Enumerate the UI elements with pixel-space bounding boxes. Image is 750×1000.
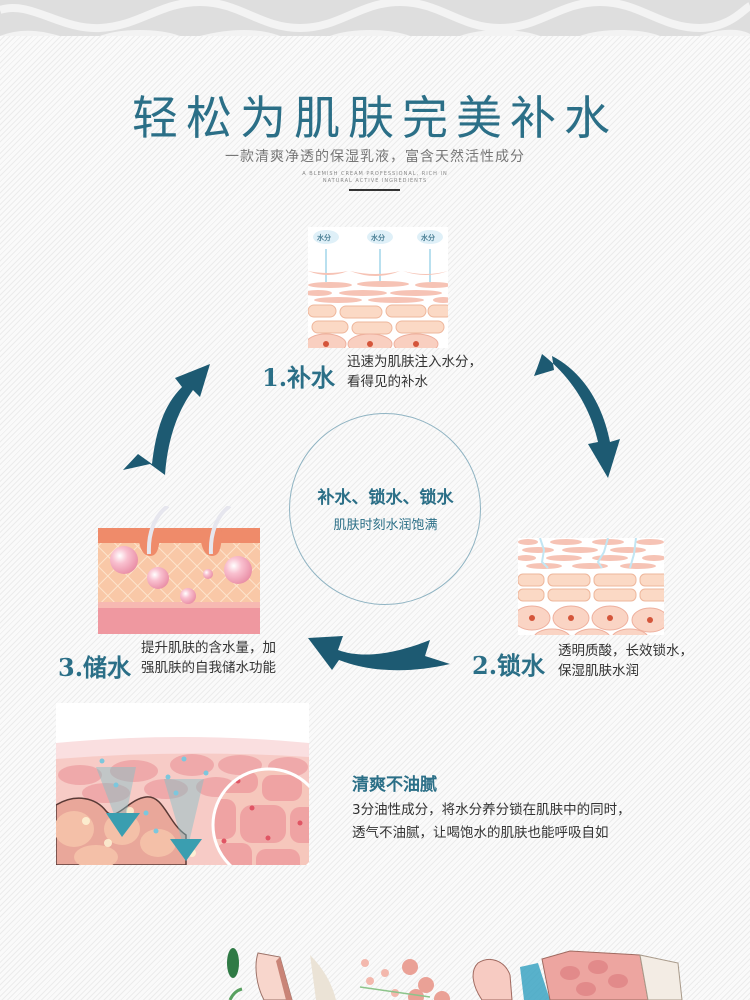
leaf-icon: [227, 948, 239, 978]
step2-title: 2.锁水: [472, 651, 546, 680]
step1-title: 1.补水: [262, 363, 336, 392]
water-label: 水分: [421, 233, 435, 242]
step3-desc-line1: 提升肌肤的含水量，加: [141, 640, 276, 656]
feature-skin-illustration: [54, 703, 327, 883]
center-subslogan: 肌肤时刻水润饱满: [333, 518, 438, 533]
step2-skin-illustration: [518, 538, 664, 635]
step2-desc-line2: 保湿肌肤水润: [558, 663, 639, 679]
step3-desc-line2: 强肌肤的自我储水功能: [141, 660, 276, 676]
step3-title: 3.储水: [58, 653, 132, 682]
english-tagline-2: NATURAL ACTIVE INGREDIENTS: [322, 178, 428, 184]
water-arrows: [325, 249, 431, 282]
bottom-skin-layers-illustration: [227, 948, 683, 1000]
feature-title: 清爽不油腻: [352, 775, 437, 795]
step1-desc-line2: 看得见的补水: [347, 374, 428, 390]
water-label: 水分: [317, 233, 331, 242]
feature-desc-line1: 3分油性成分，将水分养分锁在肌肤中的同时，: [352, 802, 631, 818]
step3-skin-illustration: [98, 504, 260, 634]
wave-decoration: [0, 0, 750, 36]
feature-description: 3分油性成分，将水分养分锁在肌肤中的同时， 透气不油腻，让喝饱水的肌肤也能呼吸自…: [352, 799, 631, 845]
step1-desc-line1: 迅速为肌肤注入水分，: [347, 354, 482, 370]
page-subtitle: 一款清爽净透的保湿乳液，富含天然活性成分: [225, 149, 525, 165]
center-circle: [289, 413, 481, 605]
cycle-arrow-down-icon: [534, 354, 620, 478]
step1-skin-illustration: 水分 水分 水分: [308, 227, 448, 348]
center-slogan: 补水、锁水、锁水: [317, 488, 454, 508]
title-divider: [349, 189, 400, 191]
cycle-arrow-left-icon: [308, 636, 450, 671]
step1-description: 迅速为肌肤注入水分， 看得见的补水: [347, 352, 482, 392]
step2-description: 透明质酸，长效锁水， 保湿肌肤水润: [558, 641, 693, 681]
english-tagline-1: A BLEMISH CREAM PROFESSIONAL, RICH IN: [302, 171, 448, 177]
cycle-arrow-up-icon: [123, 364, 210, 475]
feature-desc-line2: 透气不油腻，让喝饱水的肌肤也能呼吸自如: [352, 825, 609, 841]
page-title: 轻松为肌肤完美补水: [132, 91, 618, 145]
step3-description: 提升肌肤的含水量，加 强肌肤的自我储水功能: [141, 638, 276, 678]
step2-desc-line1: 透明质酸，长效锁水，: [558, 643, 693, 659]
water-label: 水分: [371, 233, 385, 242]
